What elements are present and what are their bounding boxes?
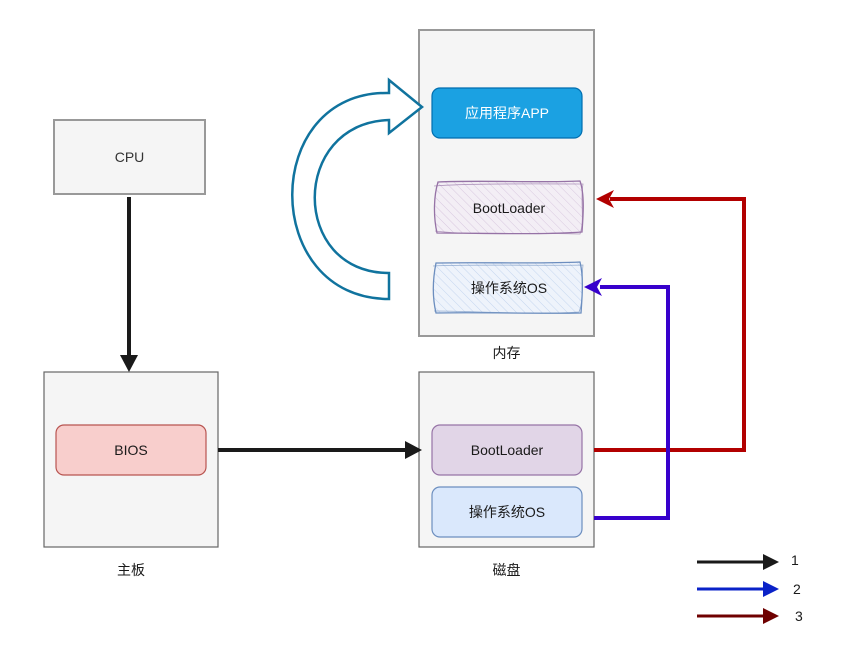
disk-os-label: 操作系统OS <box>468 504 546 520</box>
memory-os-label: 操作系统OS <box>470 280 548 296</box>
disk-os-node[interactable] <box>431 486 583 538</box>
arrowhead-icon <box>763 608 779 624</box>
arrowhead-icon <box>120 355 138 372</box>
disk-caption: 磁盘 <box>492 562 521 578</box>
memory-os-node[interactable] <box>432 261 584 314</box>
arrowhead-icon <box>584 278 602 296</box>
memory-caption: 内存 <box>492 345 521 361</box>
memory-bootloader-sketch <box>433 183 584 235</box>
motherboard-caption: 主板 <box>117 562 145 578</box>
os-load-connector <box>594 285 670 520</box>
memory-bootloader-node[interactable] <box>433 180 584 235</box>
cpu-label: CPU <box>114 149 145 165</box>
legend-label-1: 1 <box>791 552 799 568</box>
app-label: 应用程序APP <box>464 105 549 121</box>
bios-node[interactable] <box>55 424 207 476</box>
arrowhead-icon <box>596 190 614 208</box>
disk-bootloader-node[interactable] <box>431 424 583 476</box>
legend-label-2: 2 <box>793 581 801 597</box>
legend <box>697 554 779 624</box>
cpu-box[interactable] <box>53 119 206 195</box>
os-to-app-curved-arrow <box>291 77 424 301</box>
memory-bootloader-label: BootLoader <box>472 199 546 216</box>
legend-label-3: 3 <box>795 608 803 624</box>
memory-os-sketch <box>432 264 584 314</box>
app-node[interactable] <box>431 87 583 139</box>
disk-bootloader-label: BootLoader <box>470 442 544 458</box>
arrowhead-icon <box>763 554 779 570</box>
bios-label: BIOS <box>114 442 148 458</box>
arrowhead-icon <box>405 441 422 459</box>
arrowhead-icon <box>763 581 779 597</box>
